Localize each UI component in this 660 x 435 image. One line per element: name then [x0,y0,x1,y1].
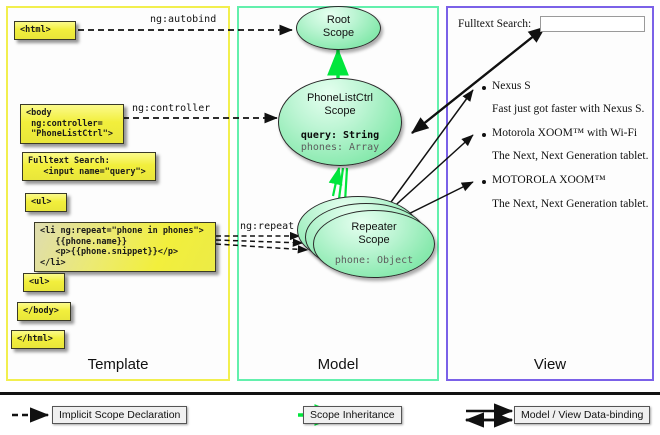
scope-repeater-title-1: Repeater [351,221,397,233]
scope-phonelistctrl-prop-phones: phones: Array [300,142,380,153]
view-item-snippet: The Next, Next Generation tablet. [492,198,649,210]
panel-model: Model [237,6,439,381]
view-search-input[interactable] [540,16,645,32]
view-item-snippet: The Next, Next Generation tablet. [492,150,649,162]
panel-view-label: View [533,356,567,373]
scope-phonelistctrl-prop-query: query: String [300,130,380,141]
code-box-body-close: </body> [17,302,71,321]
code-box-body-open: <body ng:controller= "PhoneListCtrl"> [20,104,124,144]
panel-template-label: Template [87,356,149,373]
view-item-name: Motorola XOOM™ with Wi-Fi [492,127,638,139]
code-box-ul-close: <ul> [23,273,65,292]
code-box-search: Fulltext Search: <input name="query"> [22,152,156,181]
view-list-bullet [482,86,486,90]
edge-label-ng-controller: ng:controller [132,103,211,114]
view-search-label: Fulltext Search: [458,18,532,30]
scope-repeater: Repeater Scope phone: Object [313,210,435,278]
edge-label-ng-autobind: ng:autobind [150,14,217,25]
legend-label-model-view-data-binding: Model / View Data-binding [514,406,651,424]
view-item-name: MOTOROLA XOOM™ [492,174,606,186]
scope-root: Root Scope [296,6,381,50]
edge-label-ng-repeat: ng:repeat [240,221,295,232]
legend-label-scope-inheritance: Scope Inheritance [303,406,402,424]
view-list-bullet [482,133,486,137]
scope-repeater-prop-phone: phone: Object [334,255,414,266]
code-box-ul-open: <ul> [25,193,67,212]
scope-repeater-title-2: Scope [358,234,390,246]
view-list-bullet [482,180,486,184]
legend-label-implicit-scope-declaration: Implicit Scope Declaration [52,406,188,424]
scope-phonelistctrl-title-2: Scope [324,105,356,117]
panel-model-label: Model [317,356,359,373]
scope-root-title-2: Scope [322,27,355,39]
panel-view: View [446,6,654,381]
scope-root-title-1: Root [326,14,351,26]
view-item-name: Nexus S [492,80,531,92]
view-item-snippet: Fast just got faster with Nexus S. [492,103,645,115]
code-box-html-close: </html> [11,330,65,349]
code-box-li-repeat: <li ng:repeat="phone in phones"> {{phone… [34,222,216,272]
scope-phonelistctrl-title-1: PhoneListCtrl [306,92,374,104]
code-box-html-open: <html> [14,21,76,40]
legend-divider [0,392,660,395]
scope-phonelistctrl: PhoneListCtrl Scope query: String phones… [278,78,402,166]
